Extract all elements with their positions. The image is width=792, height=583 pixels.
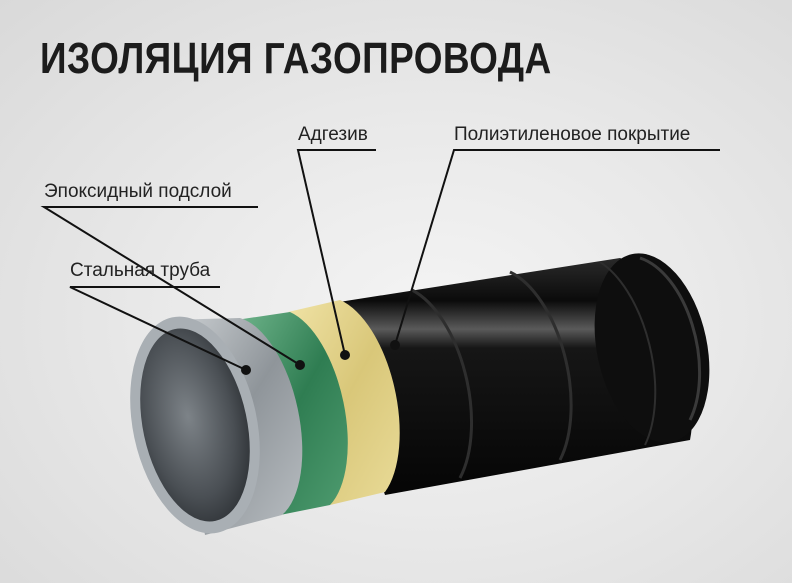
leader-lines: [40, 149, 720, 371]
leader-dot-polyethylene: [390, 340, 400, 350]
steel-pipe-layer: [130, 316, 303, 535]
leader-line-epoxy: [40, 206, 301, 366]
polyethylene-layer: [320, 253, 710, 495]
leader-dot-adhesive: [340, 350, 350, 360]
leader-line-adhesive: [296, 149, 376, 356]
label-steel-pipe: Стальная труба: [70, 260, 211, 281]
label-epoxy: Эпоксидный подслой: [44, 181, 232, 202]
leader-dot-steel: [241, 365, 251, 375]
adhesive-layer: [288, 300, 400, 505]
leader-line-polyethylene: [394, 149, 720, 346]
leader-line-steel: [69, 286, 247, 371]
label-adhesive: Адгезив: [298, 124, 368, 145]
label-polyethylene: Полиэтиленовое покрытие: [454, 124, 691, 145]
epoxy-layer: [236, 312, 348, 515]
leader-dots: [241, 340, 400, 375]
page-title: ИЗОЛЯЦИЯ ГАЗОПРОВОДА: [40, 34, 552, 83]
leader-dot-epoxy: [295, 360, 305, 370]
